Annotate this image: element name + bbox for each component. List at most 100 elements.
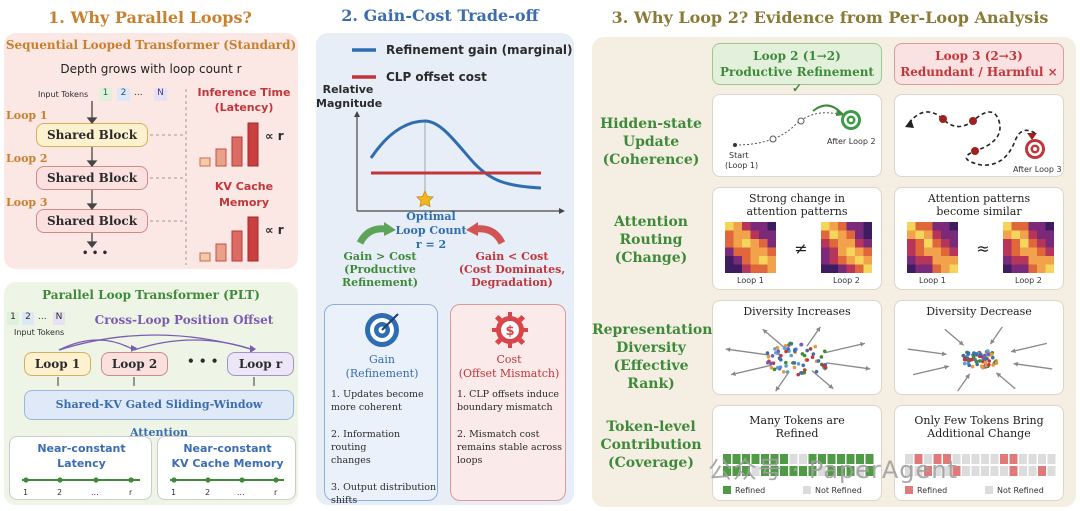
- token-n: N: [154, 88, 167, 101]
- attention-cell: [855, 222, 864, 231]
- embedding-point: [784, 360, 788, 365]
- refined-legend-label: Refined: [735, 486, 766, 495]
- gain-gt-line2: (Productive: [344, 263, 416, 276]
- attention-cell: [846, 247, 855, 256]
- many-tokens-line1: Many Tokens are: [749, 414, 845, 427]
- embedding-point: [796, 372, 801, 377]
- row-attention-line2: Routing: [619, 232, 683, 248]
- attention-cell: [863, 264, 872, 273]
- attention-cell: [1028, 222, 1037, 231]
- attention-cell: [767, 256, 776, 265]
- shared-block-2: Shared Block: [36, 166, 148, 190]
- latency-axis-r: r: [129, 488, 133, 497]
- direction-arrow-head: [996, 372, 1002, 378]
- memory-label: Memory: [218, 196, 270, 209]
- near-const-lat-line1: Near-constant: [37, 442, 126, 455]
- gain-curve: [369, 119, 542, 190]
- attention-cell: [941, 247, 950, 256]
- trajectory-loop3: [905, 111, 1045, 166]
- gain-gt-cost-label: Gain > Cost (Productive Refinement): [330, 250, 430, 289]
- attention-cell: [742, 264, 751, 273]
- diversity-scatter-loop2: [725, 326, 871, 392]
- embedding-point: [814, 369, 819, 374]
- embedding-point: [982, 355, 987, 359]
- attention-cell: [838, 247, 847, 256]
- sequential-panel: Sequential Looped Transformer (Standard)…: [4, 33, 298, 269]
- gain-gt-line3: Refinement): [341, 276, 419, 289]
- cost-item: 1. CLP offsets induce: [457, 389, 560, 400]
- attention-cell: [733, 230, 742, 239]
- token-cell: [952, 454, 961, 464]
- attention-cell: [829, 239, 838, 248]
- cost-item: loops: [457, 455, 483, 466]
- attention-cell: [829, 264, 838, 273]
- attention-cell: [838, 264, 847, 273]
- diversity-loop3-cell: Diversity Decrease: [894, 300, 1064, 395]
- attention-cell: [1037, 247, 1046, 256]
- embedding-point: [802, 353, 807, 358]
- kv-axis-dots: ...: [237, 488, 245, 497]
- similar-line2: become similar: [936, 205, 1022, 218]
- embedding-point: [765, 360, 770, 365]
- attention-cell: [1003, 247, 1012, 256]
- attention-cell: [750, 264, 759, 273]
- token-cell: [723, 466, 731, 476]
- attention-cell: [838, 256, 847, 265]
- attention-cell: [733, 222, 742, 231]
- embedding-point: [810, 355, 815, 360]
- attention-cell: [821, 230, 830, 239]
- attention-cell: [924, 256, 933, 265]
- attention-cell: [759, 230, 768, 239]
- token-cell: [856, 466, 864, 476]
- near-const-lat-line2: Latency: [57, 457, 106, 470]
- embedding-point: [792, 361, 797, 365]
- token-cell: [1028, 454, 1037, 464]
- attention-cell: [1037, 256, 1046, 265]
- token-cell: [1019, 466, 1027, 476]
- direction-arrow-head: [860, 341, 865, 347]
- diversity-increases-label: Diversity Increases: [743, 305, 851, 318]
- attention-cell: [725, 222, 734, 231]
- attention-cell: [767, 222, 776, 231]
- embedding-point: [784, 364, 788, 368]
- embedding-point: [779, 353, 783, 358]
- attention-cell: [829, 230, 838, 239]
- token-cell: [799, 466, 807, 476]
- token-cell: [962, 466, 970, 476]
- row-hidden-line1: Hidden-state: [600, 116, 702, 132]
- gain-arrow: [356, 225, 387, 245]
- attention-cell: [915, 256, 924, 265]
- gain-lt-line2: (Cost Dominates,: [458, 263, 566, 276]
- embedding-point: [821, 363, 825, 367]
- embedding-point: [766, 355, 771, 359]
- attention-cell: [907, 247, 916, 256]
- embedding-point: [811, 352, 816, 356]
- token-dots: ...: [134, 88, 143, 98]
- token-cell: [818, 454, 826, 464]
- attention-cell: [742, 247, 751, 256]
- attention-cell: [733, 264, 742, 273]
- embedding-point: [793, 347, 797, 352]
- attention-cell: [1037, 222, 1046, 231]
- token-cell: [865, 466, 874, 476]
- attention-cell: [855, 239, 864, 248]
- token-cell: [905, 466, 913, 476]
- attention-cell: [1011, 239, 1020, 248]
- attention-cell: [855, 264, 864, 273]
- loop3-header-line2: Redundant / Harmful ×: [900, 65, 1058, 79]
- near-constant-kv-card: Near-constant KV Cache Memory 1 2 ... r: [157, 436, 296, 500]
- attention-cell: [725, 247, 734, 256]
- embedding-point: [775, 365, 780, 370]
- embedding-point: [786, 347, 790, 351]
- inference-time-label: Inference Time: [197, 86, 291, 99]
- attention-cell: [1020, 256, 1029, 265]
- attention-cell: [855, 247, 864, 256]
- map-loop2-label: Loop 2: [833, 276, 860, 285]
- strong-change-line1: Strong change in: [749, 192, 845, 205]
- sequential-title: Sequential Looped Transformer (Standard): [5, 38, 297, 52]
- sequential-subtitle: Depth grows with loop count r: [60, 62, 242, 76]
- token-cell: [1009, 466, 1018, 476]
- attention-cell: [949, 230, 958, 239]
- direction-arrow-head: [1011, 348, 1016, 354]
- embedding-point: [789, 353, 794, 358]
